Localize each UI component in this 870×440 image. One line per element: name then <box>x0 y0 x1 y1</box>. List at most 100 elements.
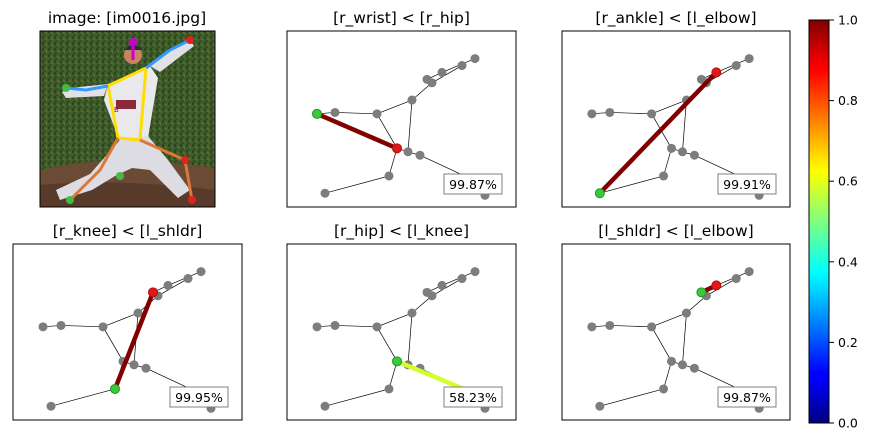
skeleton-edge <box>157 278 189 297</box>
skeleton-joint <box>312 322 322 332</box>
skeleton-panels: [r_wrist] < [r_hip] 99.87% [r_ankle] < [l_… <box>12 9 791 421</box>
skeleton-edge <box>334 112 378 115</box>
panel-title: [r_knee] < [l_shldr] <box>53 222 203 241</box>
joint-b-marker <box>392 143 402 154</box>
colorbar-tick-label: 0.4 <box>838 254 858 269</box>
skeleton-joint <box>677 360 687 370</box>
skeleton-edge <box>609 325 652 328</box>
skeleton-edge <box>376 326 398 362</box>
skeleton-edge <box>682 312 687 365</box>
colorbar-tick-label: 0.6 <box>838 174 858 189</box>
probability-box <box>717 173 777 195</box>
skeleton-joint <box>46 401 56 411</box>
svg-text:B: B <box>114 106 119 114</box>
joint-b-marker <box>711 280 722 291</box>
probability-label: 99.95% <box>175 390 223 405</box>
skeleton-joint <box>470 54 480 64</box>
skeleton-edge <box>50 388 116 407</box>
comparison-panel: [l_shldr] < [l_elbow]99.87% <box>561 222 791 421</box>
probability-label: 99.91% <box>723 177 771 192</box>
skeleton-joint <box>470 267 480 277</box>
skeleton-edge <box>682 99 687 152</box>
joint-a-marker <box>392 356 402 367</box>
skeleton-joint <box>667 356 677 366</box>
skeleton-joint <box>407 95 417 105</box>
skeleton-joint <box>422 74 432 84</box>
skeleton-edge <box>334 325 378 328</box>
panel-title: [r_hip] < [l_knee] <box>334 222 469 241</box>
skeleton-joint <box>457 61 467 71</box>
skeleton-joint <box>681 308 691 318</box>
skeleton-edge <box>651 312 687 328</box>
probability-label: 99.87% <box>723 390 771 405</box>
skeleton-joint <box>330 320 340 330</box>
skeleton-edge <box>663 148 672 177</box>
skeleton-edge <box>609 112 652 115</box>
skeleton-edge <box>376 312 413 328</box>
skeleton-joint <box>56 320 66 330</box>
skeleton-joint <box>403 147 413 157</box>
comparison-panel: [r_wrist] < [r_hip] 99.87% <box>286 9 517 208</box>
joint-a-marker <box>312 108 322 119</box>
probability-label: 99.87% <box>449 177 497 192</box>
colorbar-ticks: 0.00.20.40.60.81.0 <box>829 13 858 431</box>
skeleton-edge <box>324 175 390 194</box>
probability-box <box>169 386 229 408</box>
probability-label: 58.23% <box>449 390 497 405</box>
skeleton-joint <box>744 54 754 64</box>
skeleton-joint <box>407 308 417 318</box>
colorbar-tick-label: 1.0 <box>838 13 858 28</box>
skeleton-edge <box>431 65 463 84</box>
skeleton-edge <box>407 99 413 152</box>
skeleton-joint <box>587 109 597 119</box>
skeleton-edge <box>651 326 672 362</box>
comparison-segment <box>112 290 156 392</box>
colorbar-gradient <box>808 19 830 424</box>
panel-title: [r_ankle] < [l_elbow] <box>595 9 756 28</box>
skeleton-edge <box>431 278 463 297</box>
colorbar-tick-label: 0.0 <box>838 416 858 431</box>
skeleton-edge <box>599 175 664 194</box>
skeleton-joint <box>196 267 206 277</box>
skeleton-joint <box>422 287 432 297</box>
comparison-panel: [r_hip] < [l_knee] 58.23% <box>286 222 517 421</box>
skeleton-joint <box>605 107 615 117</box>
skeleton-joint <box>647 109 657 119</box>
comparison-panel: [r_knee] < [l_shldr] 99.95% <box>12 222 243 421</box>
skeleton-joint <box>320 401 330 411</box>
probability-box <box>443 173 503 195</box>
skeleton-joint <box>689 150 699 160</box>
skeleton-joint <box>689 363 699 373</box>
skeleton-joint <box>677 147 687 157</box>
panel-title: [r_wrist] < [r_hip] <box>333 9 470 28</box>
colorbar-tick-label: 0.8 <box>838 93 858 108</box>
skeleton-joint <box>457 274 467 284</box>
skeleton-joint <box>731 61 741 71</box>
joint-a-marker <box>594 188 605 199</box>
joint-b-marker <box>148 287 158 298</box>
skeleton-joint <box>744 267 754 277</box>
image-panel: image: [im0016.jpg] B <box>39 9 216 208</box>
skeleton-edge <box>60 325 104 328</box>
skeleton-joint <box>129 360 139 370</box>
skeleton-joint <box>372 109 382 119</box>
pose-leg-line-2 <box>68 137 120 202</box>
skeleton-joint <box>647 322 657 332</box>
skeleton-joint <box>141 363 151 373</box>
skeleton-joint <box>696 74 706 84</box>
skeleton-joint <box>437 280 447 290</box>
skeleton-joint <box>415 150 425 160</box>
skeleton-joint <box>320 188 330 198</box>
skeleton-joint <box>587 322 597 332</box>
skeleton-edge <box>651 99 687 115</box>
skeleton-edge <box>102 326 124 362</box>
skeleton-joint <box>384 171 394 181</box>
comparison-panel: [r_ankle] < [l_elbow] 99.91% <box>561 9 791 208</box>
skeleton-joint <box>595 401 605 411</box>
probability-box <box>443 386 503 408</box>
photo: B <box>40 31 215 207</box>
skeleton-joint <box>38 322 48 332</box>
skeleton-edge <box>376 99 413 115</box>
skeleton-joint <box>659 171 669 181</box>
